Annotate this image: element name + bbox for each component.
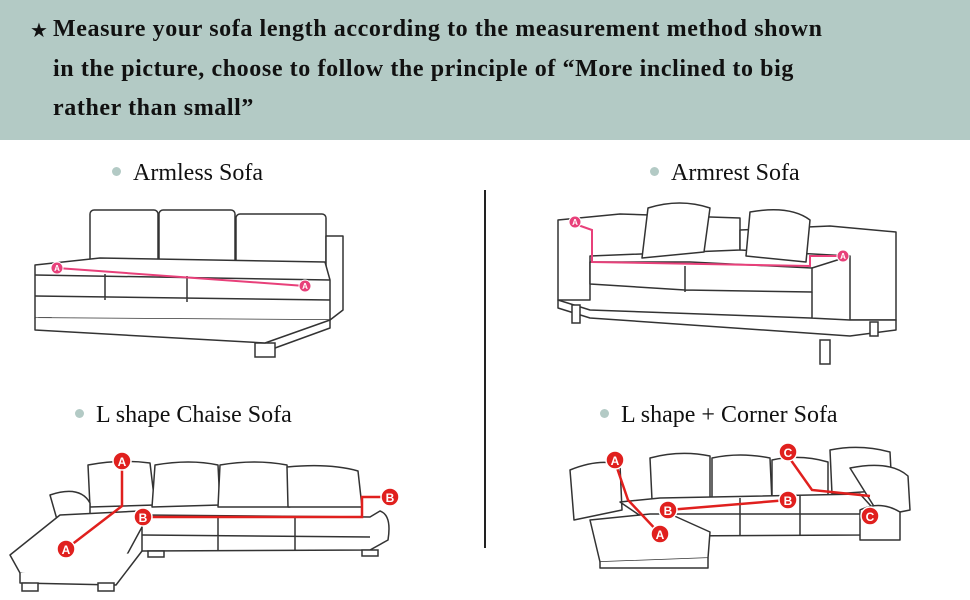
marker-c: C <box>866 510 875 524</box>
marker-c: C <box>784 446 793 460</box>
bullet-icon <box>600 408 609 418</box>
bullet-icon <box>75 408 84 418</box>
armrest-sofa-illustration: A A <box>557 202 897 365</box>
section-title-l-chaise: L shape Chaise Sofa <box>75 402 292 429</box>
armless-sofa-illustration: A A <box>34 209 344 358</box>
marker-b: B <box>784 494 793 508</box>
section-title-armrest: Armrest Sofa <box>650 160 800 187</box>
instruction-line-1: Measure your sofa length according to th… <box>53 16 823 42</box>
marker-a: A <box>656 528 665 542</box>
bullet-icon <box>650 166 659 176</box>
bullet-icon <box>112 166 121 176</box>
title-text: L shape Chaise Sofa <box>96 402 292 428</box>
marker-a: A <box>118 455 127 469</box>
marker-a: A <box>840 252 846 261</box>
l-chaise-sofa-illustration: A A B B <box>9 451 400 592</box>
instruction-banner: ★ Measure your sofa length according to … <box>0 0 970 140</box>
marker-a: A <box>611 454 620 468</box>
title-text: Armless Sofa <box>133 160 263 186</box>
marker-b: B <box>139 511 148 525</box>
marker-b: B <box>386 491 395 505</box>
marker-a: A <box>302 282 308 291</box>
marker-b: B <box>664 504 673 518</box>
section-title-l-corner: L shape + Corner Sofa <box>600 402 838 429</box>
l-corner-sofa-illustration: A A B B C C <box>569 442 911 569</box>
marker-a: A <box>54 264 60 273</box>
section-title-armless: Armless Sofa <box>112 160 263 187</box>
star-icon: ★ <box>30 20 48 42</box>
instruction-line-2: in the picture, choose to follow the pri… <box>53 56 795 82</box>
marker-a: A <box>62 543 71 557</box>
center-divider <box>484 190 486 548</box>
title-text: Armrest Sofa <box>671 160 800 186</box>
title-text: L shape + Corner Sofa <box>621 402 838 428</box>
marker-a: A <box>572 218 578 227</box>
instruction-line-3: rather than small” <box>53 95 255 121</box>
